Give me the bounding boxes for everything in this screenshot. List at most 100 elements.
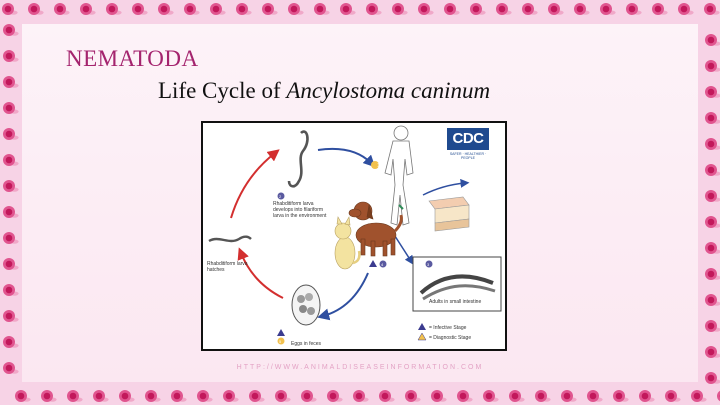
step-label-1: 1 [377, 163, 380, 169]
rose-ornament [314, 3, 330, 15]
slide-title: NEMATODA [66, 46, 199, 71]
rose-ornament [3, 76, 19, 88]
rose-ornament [705, 216, 720, 228]
label-eggs: Eggs in feces [291, 341, 322, 347]
rose-ornament [418, 3, 434, 15]
egg-in-feces [291, 284, 321, 326]
arrow-larva-to-host [317, 147, 376, 168]
rose-ornament [106, 3, 122, 15]
skin-penetration-inset [428, 196, 470, 232]
step-label-3: 3 [427, 262, 430, 267]
rose-ornament [340, 3, 356, 15]
rose-ornament [3, 232, 19, 244]
rose-ornament [652, 3, 668, 15]
rose-ornament [392, 3, 408, 15]
rose-ornament [705, 190, 720, 202]
rose-ornament [132, 3, 148, 15]
rose-ornament [522, 3, 538, 15]
rose-ornament [431, 390, 447, 402]
rose-ornament [678, 3, 694, 15]
rose-ornament [3, 336, 19, 348]
step-marker-4 [369, 260, 387, 268]
rose-ornament [158, 3, 174, 15]
rose-ornament [561, 390, 577, 402]
label-rhabditiform: Rhabditiform larva hatches [207, 261, 248, 273]
rose-ornament [705, 372, 720, 384]
rose-ornament [705, 34, 720, 46]
rose-ornament [288, 3, 304, 15]
rose-ornament [535, 390, 551, 402]
rose-ornament [509, 390, 525, 402]
subtitle-prefix: Life Cycle of [158, 78, 287, 103]
legend-infective: = Infective Stage [429, 325, 467, 331]
rose-ornament [639, 390, 655, 402]
rose-ornament [483, 390, 499, 402]
rose-ornament [705, 346, 720, 358]
rose-ornament [3, 102, 19, 114]
arrow-dog-to-adults [392, 232, 414, 265]
rose-ornament [705, 242, 720, 254]
rose-ornament [3, 50, 19, 62]
arrow-human-to-skin [422, 178, 470, 196]
rose-ornament [3, 310, 19, 322]
slide-subtitle: Life Cycle of Ancylostoma caninum [158, 78, 490, 104]
rose-ornament [3, 258, 19, 270]
rose-ornament [405, 390, 421, 402]
rose-ornament [210, 3, 226, 15]
label-adults: Adults in small intestine [429, 299, 482, 305]
rose-ornament [626, 3, 642, 15]
rose-ornament [15, 390, 31, 402]
rose-ornament [691, 390, 707, 402]
rose-ornament [93, 390, 109, 402]
rose-ornament [379, 390, 395, 402]
rose-ornament [3, 154, 19, 166]
filariform-larva [287, 130, 309, 188]
rose-ornament [548, 3, 564, 15]
rose-ornament [587, 390, 603, 402]
rose-ornament [613, 390, 629, 402]
rose-ornament [54, 3, 70, 15]
life-cycle-diagram: CDC SAFER · HEALTHIER · PEOPLE Rhabditif… [201, 121, 507, 351]
rose-ornament [236, 3, 252, 15]
rose-ornament [80, 3, 96, 15]
rose-ornament [705, 320, 720, 332]
cdc-logo-tagline: SAFER · HEALTHIER · PEOPLE [449, 152, 487, 160]
rose-ornament [3, 284, 19, 296]
step-marker-3 [425, 260, 433, 268]
rose-ornament [665, 390, 681, 402]
rose-ornament [705, 294, 720, 306]
step-marker-2 [277, 192, 285, 200]
rose-ornament [705, 60, 720, 72]
cdc-logo: CDC SAFER · HEALTHIER · PEOPLE [443, 126, 493, 160]
footer-url: HTTP://WWW.ANIMALDISEASEINFORMATION.COM [236, 364, 484, 371]
rose-ornament [3, 128, 19, 140]
rose-ornament [41, 390, 57, 402]
rhabditiform-larva [208, 235, 252, 243]
rose-ornament [301, 390, 317, 402]
cdc-logo-text: CDC [447, 128, 489, 150]
rose-ornament [28, 3, 44, 15]
rose-ornament [574, 3, 590, 15]
rose-ornament [275, 390, 291, 402]
step-label-4: 4 [381, 262, 384, 267]
step-label-2: 2 [279, 194, 282, 199]
legend-markers [417, 323, 427, 341]
rose-ornament [600, 3, 616, 15]
rose-ornament [470, 3, 486, 15]
rose-ornament [249, 390, 265, 402]
dog-host [348, 201, 403, 257]
life-cycle-illustration [208, 125, 502, 345]
rose-ornament [67, 390, 83, 402]
rose-ornament [223, 390, 239, 402]
rose-ornament [3, 206, 19, 218]
rose-ornament [3, 180, 19, 192]
arrow-host-to-eggs [317, 272, 369, 321]
rose-ornament [705, 112, 720, 124]
rose-ornament [705, 268, 720, 280]
rose-ornament [3, 24, 19, 36]
rose-ornament [444, 3, 460, 15]
rose-ornament [457, 390, 473, 402]
rose-ornament [704, 3, 720, 15]
